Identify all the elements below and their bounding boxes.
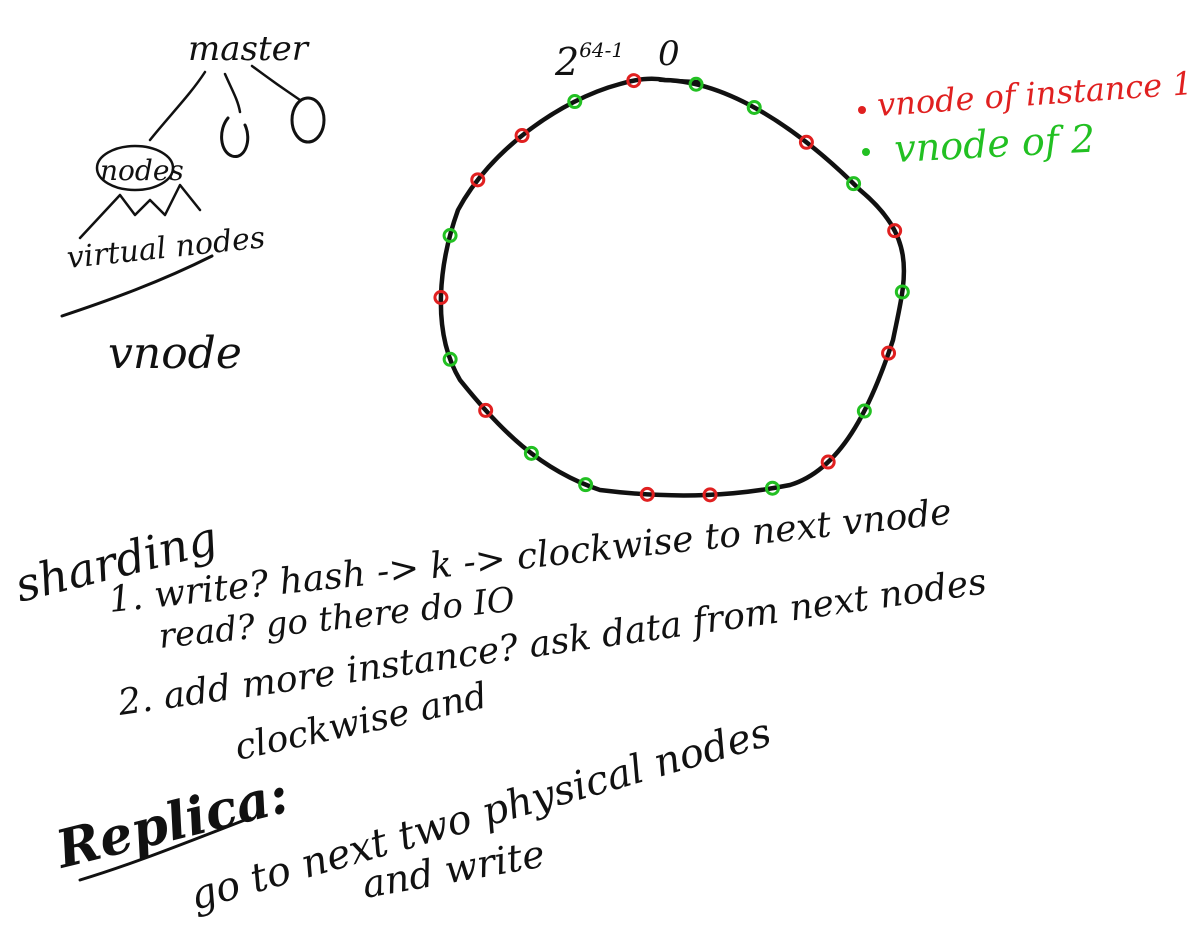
ring-outline [438,76,907,498]
vnode-abbreviation: vnode [108,328,242,379]
tree-edge-master-child3 [250,64,302,102]
replica-notes: Replica: go to next two physical nodes a… [48,709,776,919]
ring-vnode-marker-instance-1 [478,402,494,418]
hash-ring: 264-1 0 [433,34,910,503]
ring-vnode-marker-instance-2 [442,228,458,244]
ring-vnode-marker-instance-2 [846,176,862,192]
tree-diagram: master nodes virtual nodes vnode [60,29,326,379]
ring-vnode-marker-instance-2 [856,403,872,419]
ring-label-max-base: 2 [554,40,579,84]
sharding-notes: sharding 1. write? hash -> k -> clockwis… [10,492,989,769]
ring-vnode-marker-instance-1 [626,73,642,89]
ring-vnode-marker-instance-2 [746,99,762,115]
replica-underline [78,816,252,882]
ring-vnode-marker-instance-2 [523,445,539,461]
ring-vnode-marker-instance-1 [798,134,814,150]
tree-child-label: nodes [100,154,184,187]
ring-vnode-marker-instance-2 [578,477,594,493]
tree-edge-master-child2 [223,72,242,114]
ring-markers [433,73,910,503]
tree-root-label: master [188,29,310,69]
virtual-nodes-underline [60,254,214,318]
ring-vnode-marker-instance-1 [881,345,897,361]
ring-vnode-marker-instance-1 [702,487,718,503]
ring-vnode-marker-instance-2 [894,284,910,300]
tree-edge-nodes-virtual [78,183,202,240]
nodes-circle [95,144,175,192]
ring-vnode-marker-instance-2 [567,94,583,110]
tree-child-circle-2 [220,116,250,158]
ring-vnode-marker-instance-1 [470,172,486,188]
legend-dot-instance2 [862,148,870,156]
ring-vnode-marker-instance-2 [688,76,704,92]
tree-child-circle-3 [290,96,326,144]
ring-label-zero: 0 [658,34,680,74]
legend: vnode of instance 1 vnode of 2 [858,64,1187,171]
tree-grandchild-label: virtual nodes [65,220,267,276]
ring-vnode-marker-instance-1 [820,454,836,470]
ring-vnode-marker-instance-1 [887,223,903,239]
ring-vnode-marker-instance-1 [639,486,655,502]
legend-dot-instance1 [858,106,866,114]
ring-label-max-exp: 64-1 [579,38,624,62]
ring-vnode-marker-instance-2 [764,480,780,496]
ring-zero-tick [658,78,702,84]
legend-item-instance1: vnode of instance 1 [876,64,1187,124]
tree-edge-master-nodes [148,70,207,142]
ring-vnode-marker-instance-1 [433,289,449,305]
ring-label-max: 264-1 [554,38,624,84]
ring-vnode-marker-instance-2 [442,351,458,367]
ring-vnode-marker-instance-1 [514,128,530,144]
legend-item-instance2: vnode of 2 [893,117,1096,171]
